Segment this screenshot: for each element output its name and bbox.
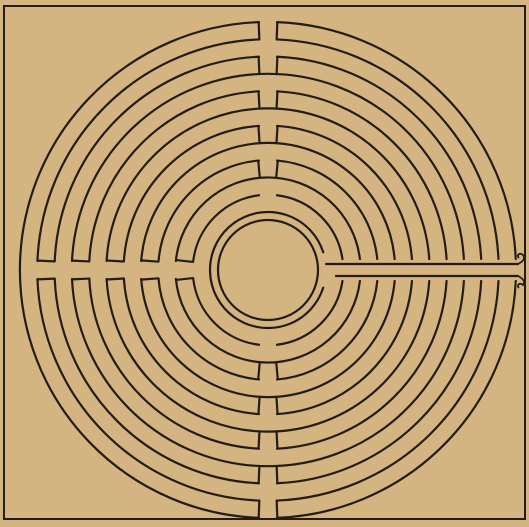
- turn-wall: [141, 278, 158, 279]
- turn-wall: [37, 261, 54, 262]
- turn-wall: [277, 57, 278, 74]
- turn-wall: [276, 397, 277, 414]
- turn-wall: [259, 431, 260, 448]
- turn-wall: [276, 161, 278, 178]
- turn-wall: [258, 126, 259, 143]
- turn-wall: [259, 501, 260, 518]
- turn-wall: [259, 91, 260, 108]
- turn-wall: [277, 501, 278, 518]
- turn-wall: [259, 22, 260, 39]
- turn-wall: [72, 261, 89, 262]
- turn-wall: [258, 362, 260, 379]
- turn-wall: [37, 279, 54, 280]
- turn-wall: [277, 431, 278, 448]
- turn-wall: [258, 161, 260, 178]
- turn-wall: [141, 260, 158, 261]
- turn-wall: [258, 397, 259, 414]
- turn-wall: [277, 22, 278, 39]
- turn-wall: [107, 261, 124, 262]
- turn-wall: [276, 126, 277, 143]
- turn-wall: [259, 466, 260, 483]
- turn-wall: [107, 278, 124, 279]
- turn-wall: [277, 466, 278, 483]
- turn-wall: [259, 57, 260, 74]
- turn-wall: [72, 279, 89, 280]
- turn-wall: [277, 91, 278, 108]
- turn-wall: [276, 362, 278, 379]
